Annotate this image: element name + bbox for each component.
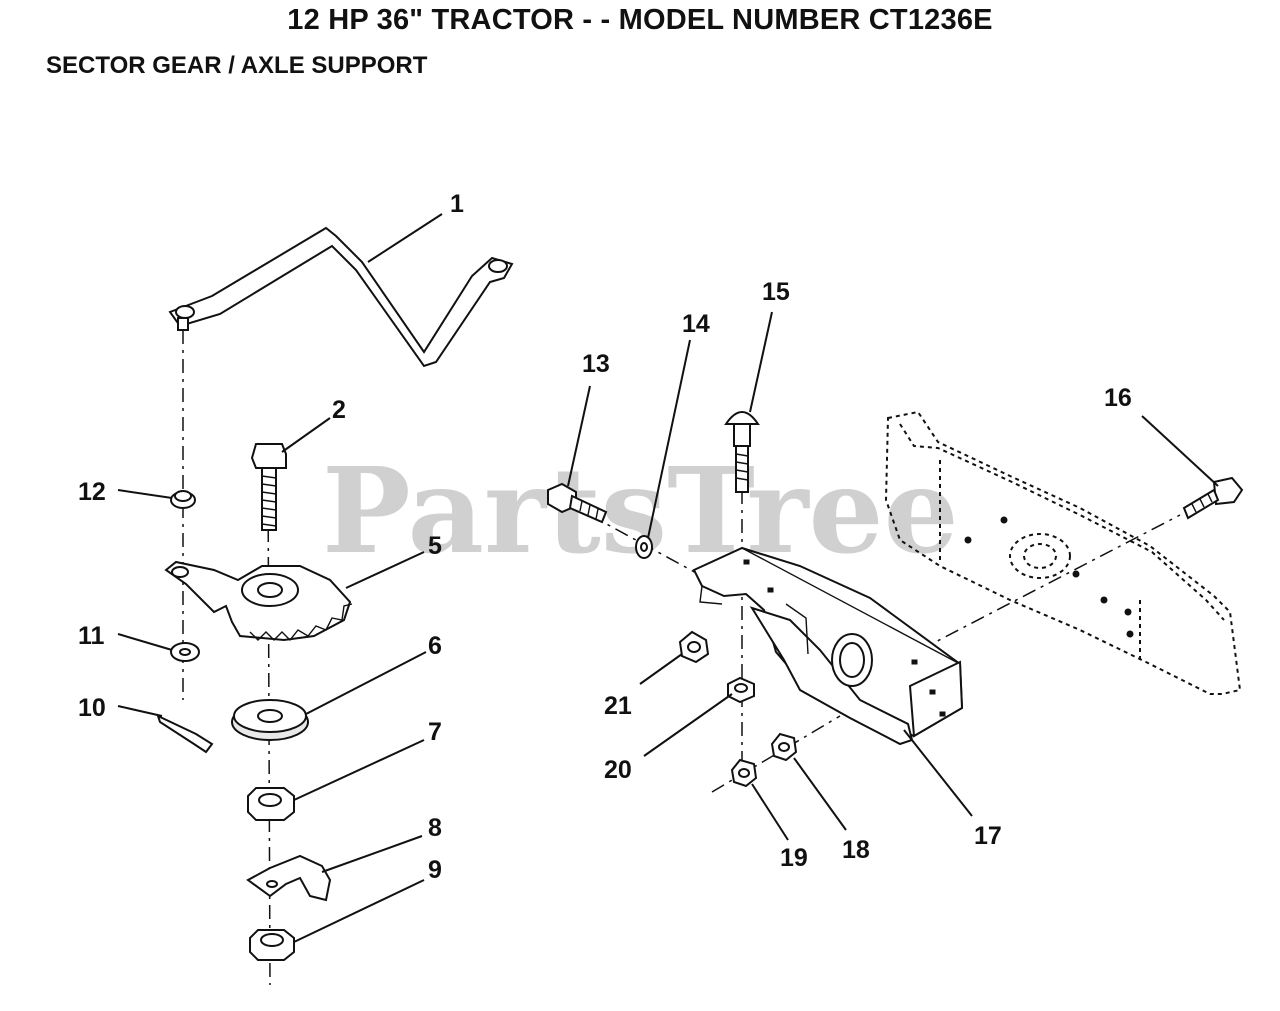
- washer-14[interactable]: [635, 535, 653, 559]
- callout-1: 1: [450, 190, 464, 218]
- callout-2: 2: [332, 396, 346, 424]
- callout-12: 12: [78, 478, 106, 506]
- bolt-13[interactable]: [547, 482, 608, 524]
- cotter-pin-10[interactable]: [156, 714, 214, 754]
- clip-8[interactable]: [246, 854, 332, 902]
- frame-rail: [884, 410, 1242, 695]
- callout-11: 11: [78, 622, 105, 650]
- flange-nut-12[interactable]: [170, 490, 196, 509]
- callout-17: 17: [974, 822, 1002, 850]
- callout-18: 18: [842, 836, 870, 864]
- axle-support-17[interactable]: [692, 546, 964, 746]
- callout-7: 7: [428, 718, 442, 746]
- callout-15: 15: [762, 278, 790, 306]
- callout-5: 5: [428, 532, 442, 560]
- section-subtitle: SECTOR GEAR / AXLE SUPPORT: [46, 52, 428, 79]
- callout-14: 14: [682, 310, 710, 338]
- bolt16-axis: [919, 514, 1181, 651]
- callout-10: 10: [78, 694, 106, 722]
- callout-21: 21: [604, 692, 632, 720]
- nut-axis: [711, 715, 841, 793]
- spacer-6[interactable]: [231, 699, 309, 741]
- callout-16: 16: [1104, 384, 1132, 412]
- hex-nut-9[interactable]: [249, 929, 295, 961]
- hex-nut-7[interactable]: [247, 787, 295, 821]
- callout-8: 8: [428, 814, 442, 842]
- callout-labels: 1 2 5 6 7 8 9 10 11 12 13 14 15 16 17 18…: [78, 190, 1132, 884]
- carriage-bolt-15[interactable]: [724, 411, 760, 493]
- nut-20[interactable]: [727, 676, 755, 704]
- page-title: 12 HP 36" TRACTOR - - MODEL NUMBER CT123…: [287, 4, 993, 36]
- callout-9: 9: [428, 856, 442, 884]
- washer-11[interactable]: [170, 642, 200, 662]
- watermark-text: PartsTree: [322, 441, 959, 580]
- nut-19[interactable]: [730, 758, 758, 788]
- bolt-16[interactable]: [1182, 476, 1244, 520]
- nut-21[interactable]: [678, 630, 710, 664]
- callout-19: 19: [780, 844, 808, 872]
- hex-bolt-2[interactable]: [250, 443, 287, 531]
- callout-20: 20: [604, 756, 632, 784]
- sector-gear-5[interactable]: [164, 560, 353, 642]
- drag-link-rod[interactable]: [168, 226, 514, 368]
- nut-18[interactable]: [770, 732, 798, 762]
- callout-13: 13: [582, 350, 610, 378]
- callout-6: 6: [428, 632, 442, 660]
- leader-lines: [117, 213, 1219, 943]
